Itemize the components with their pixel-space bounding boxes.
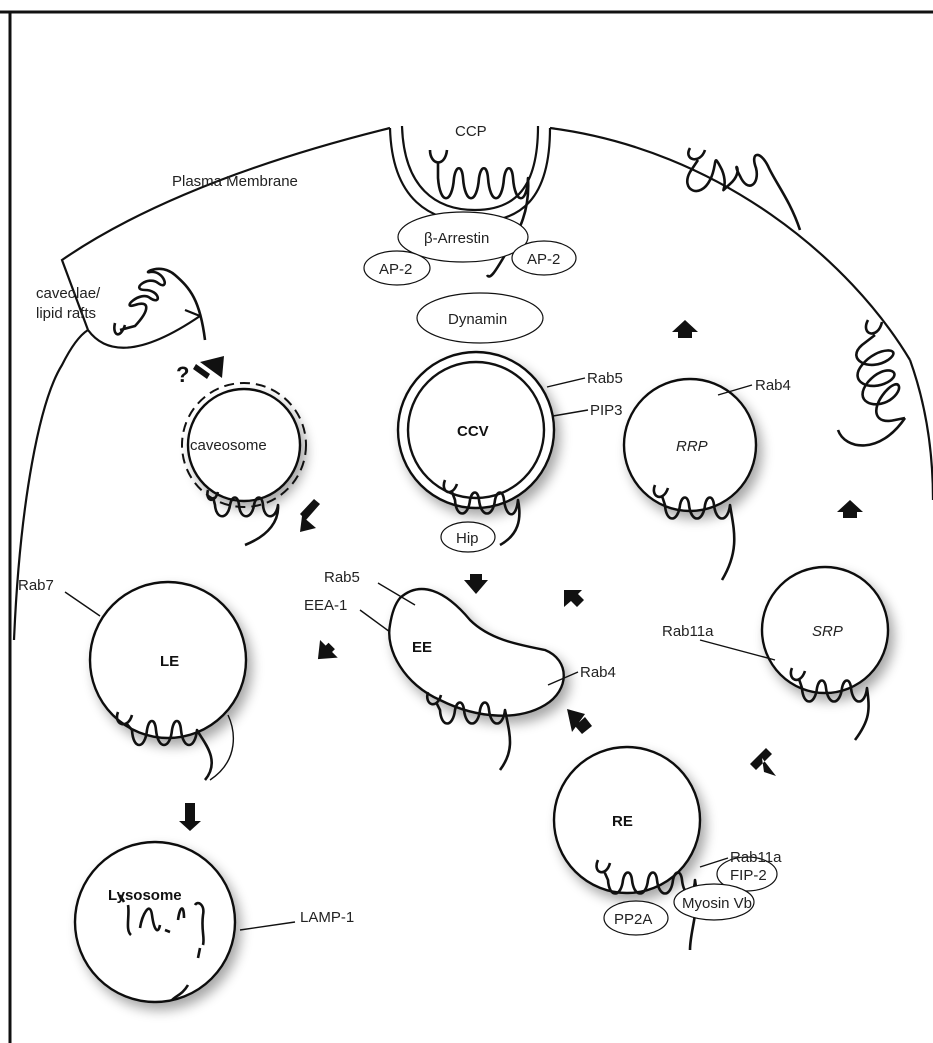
- pip3-label: PIP3: [590, 402, 623, 419]
- ee-label: EE: [412, 639, 432, 656]
- arrow-ee-to-rrp: [564, 590, 584, 607]
- re-label: RE: [612, 813, 633, 830]
- arrow-ccv-to-ee: [464, 574, 488, 594]
- rrp-label: RRP: [676, 438, 708, 455]
- rrp-rab4-label: Rab4: [755, 377, 791, 394]
- beta-arrestin-label: β-Arrestin: [424, 230, 489, 247]
- srp-label: SRP: [812, 623, 843, 640]
- arrow-caveosome-to-ee: [300, 499, 320, 532]
- caveolae-label: caveolae/: [36, 285, 101, 302]
- fip2-label: FIP-2: [730, 867, 767, 884]
- srp-rab11a-label: Rab11a: [662, 623, 714, 640]
- pp2a-label: PP2A: [614, 911, 652, 928]
- arrow-ee-to-le: [309, 637, 340, 668]
- hip-label: Hip: [456, 530, 479, 547]
- ccv-rab5-label: Rab5: [587, 370, 623, 387]
- caveolae-receptor: [114, 269, 205, 340]
- membrane-receptor-top-right: [687, 148, 800, 230]
- ccp-label: CCP: [455, 123, 487, 140]
- lysosome-vesicle: [75, 842, 235, 1002]
- arrow-rrp-to-membrane: [672, 320, 698, 338]
- arrow-le-to-lysosome: [179, 803, 201, 831]
- ccv-label: CCV: [457, 423, 489, 440]
- le-label: LE: [160, 653, 179, 670]
- lamp1-label: LAMP-1: [300, 909, 354, 926]
- myosin-vb-label: Myosin Vb: [682, 895, 752, 912]
- lipid-rafts-label: lipid rafts: [36, 305, 96, 322]
- ee-rab4-label: Rab4: [580, 664, 616, 681]
- lysosome-label: Lysosome: [108, 887, 182, 904]
- ee-rab5-label: Rab5: [324, 569, 360, 586]
- eea1-label: EEA-1: [304, 597, 347, 614]
- uncertain-route-label: ?: [176, 362, 189, 387]
- plasma-membrane-label: Plasma Membrane: [172, 173, 298, 190]
- arrow-ee-to-re: [567, 709, 592, 734]
- caveosome-label: caveosome: [190, 437, 267, 454]
- le-rab7-label: Rab7: [18, 577, 54, 594]
- dynamin-label: Dynamin: [448, 311, 507, 328]
- arrow-srp-to-membrane: [837, 500, 863, 518]
- re-rab11a-label: Rab11a: [730, 849, 782, 866]
- arrow-to-caveosome: [193, 356, 224, 379]
- membrane-receptor-right: [838, 320, 905, 445]
- ap2-right-label: AP-2: [527, 251, 560, 268]
- arrow-re-to-srp: [750, 748, 776, 776]
- ap2-left-label: AP-2: [379, 261, 412, 278]
